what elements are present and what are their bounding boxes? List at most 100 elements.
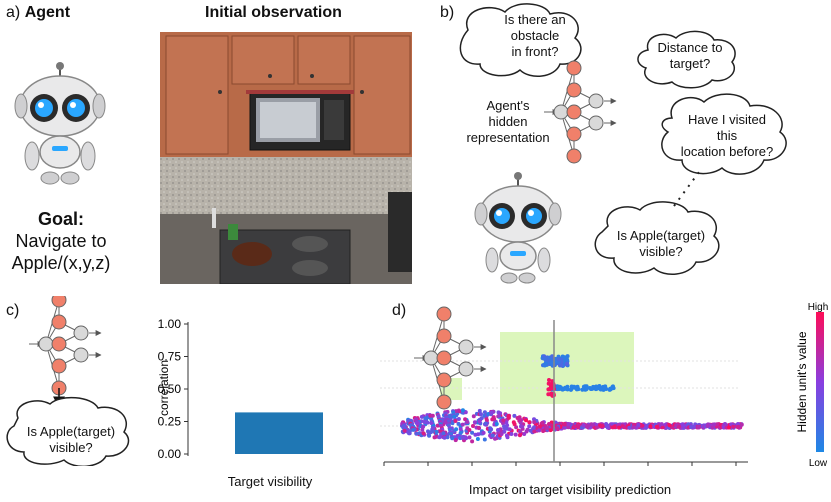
shap-point <box>423 416 428 421</box>
shap-point <box>597 384 602 388</box>
shap-point <box>731 424 736 429</box>
shap-point <box>532 420 537 425</box>
shap-point <box>568 387 573 392</box>
shap-point <box>467 435 472 440</box>
shap-point <box>430 413 435 418</box>
shap-point <box>453 438 458 443</box>
shap-point <box>525 427 530 432</box>
observation-title: Initial observation <box>205 4 342 21</box>
shap-point <box>598 387 603 392</box>
shap-point <box>414 417 418 422</box>
shap-point <box>565 361 570 366</box>
shap-point <box>547 422 551 426</box>
goal-text: Goal: Navigate to Apple/(x,y,z) <box>11 209 111 273</box>
shap-point <box>540 420 545 425</box>
shap-point <box>739 422 744 427</box>
shap-point <box>627 425 632 430</box>
kitchen-observation-image <box>160 32 412 284</box>
shap-point <box>710 425 715 430</box>
robot-icon <box>14 62 106 185</box>
shap-point <box>562 422 567 427</box>
shap-point <box>644 425 648 430</box>
shap-point <box>511 420 516 425</box>
shap-point <box>411 427 416 432</box>
shap-point <box>566 422 571 427</box>
shap-point <box>532 429 537 434</box>
shap-point <box>574 387 579 392</box>
shap-point <box>505 435 510 440</box>
cloud-visited-question: Have I visited this location before? <box>680 112 774 159</box>
shap-point <box>464 436 468 441</box>
panel-b-diagram <box>459 3 787 284</box>
shap-point <box>484 418 489 423</box>
shap-point <box>489 410 494 415</box>
cloud-obstacle-question: Is there an obstacle in front? <box>504 12 566 59</box>
shap-point <box>475 437 480 441</box>
shap-point <box>482 437 487 442</box>
shap-point <box>667 423 672 428</box>
shap-point <box>465 426 470 431</box>
shap-point <box>430 426 435 431</box>
shap-point <box>599 424 604 429</box>
shap-point <box>547 378 551 382</box>
shap-point <box>402 424 407 429</box>
shap-point <box>425 420 430 425</box>
correlation-bar-chart: 0.000.250.500.751.00 correlation <box>157 317 323 461</box>
bar-xlabel: Target visibility <box>227 474 313 489</box>
shap-point <box>479 416 484 421</box>
shap-point <box>565 357 570 362</box>
shap-point <box>712 422 716 427</box>
shap-point <box>460 435 465 440</box>
bar-ylabel: correlation <box>157 360 171 416</box>
shap-point <box>610 386 615 391</box>
shap-point <box>631 425 636 430</box>
shap-point <box>680 422 685 427</box>
shap-point <box>409 423 413 428</box>
shap-point <box>420 427 425 432</box>
shap-point <box>677 424 682 429</box>
shap-point <box>584 387 589 392</box>
shap-point <box>479 412 483 417</box>
bar-ytick-label: 0.50 <box>158 382 182 396</box>
shap-point <box>541 356 546 361</box>
shap-point <box>415 421 420 425</box>
shap-point <box>496 428 500 432</box>
shap-point <box>546 387 551 392</box>
shap-point <box>612 425 617 429</box>
shap-point <box>565 386 570 390</box>
panel-c-diagram <box>6 296 130 466</box>
colorbar-low: Low <box>809 458 828 469</box>
shap-point <box>505 423 510 428</box>
shap-point <box>594 386 599 391</box>
shap-point <box>493 436 497 441</box>
bar-ytick-label: 0.25 <box>158 415 182 429</box>
bar-ytick-label: 1.00 <box>158 317 182 331</box>
shap-point <box>602 386 606 391</box>
shap-point <box>460 422 465 427</box>
agent-title: Agent <box>24 4 71 21</box>
shap-point <box>471 414 476 419</box>
shap-point <box>518 417 523 422</box>
shap-point <box>454 427 459 432</box>
shap-point <box>591 423 595 428</box>
shap-point <box>445 435 450 440</box>
colorbar <box>816 312 824 452</box>
shap-point <box>477 419 482 424</box>
shap-point <box>736 424 741 429</box>
shap-point <box>436 414 441 419</box>
panel-d-label: d) <box>392 302 407 319</box>
shap-point <box>689 425 694 430</box>
shap-point <box>555 426 560 431</box>
shap-point <box>604 422 609 426</box>
shap-xlabel: Impact on target visibility prediction <box>468 482 672 497</box>
shap-point <box>458 427 463 432</box>
shap-point <box>421 424 426 429</box>
shap-point <box>581 423 586 428</box>
shap-point <box>472 420 477 425</box>
shap-point <box>483 421 488 426</box>
shap-point <box>448 414 453 419</box>
shap-point <box>463 410 468 415</box>
shap-point <box>555 387 560 392</box>
shap-point <box>506 415 511 420</box>
shap-point <box>441 431 446 436</box>
